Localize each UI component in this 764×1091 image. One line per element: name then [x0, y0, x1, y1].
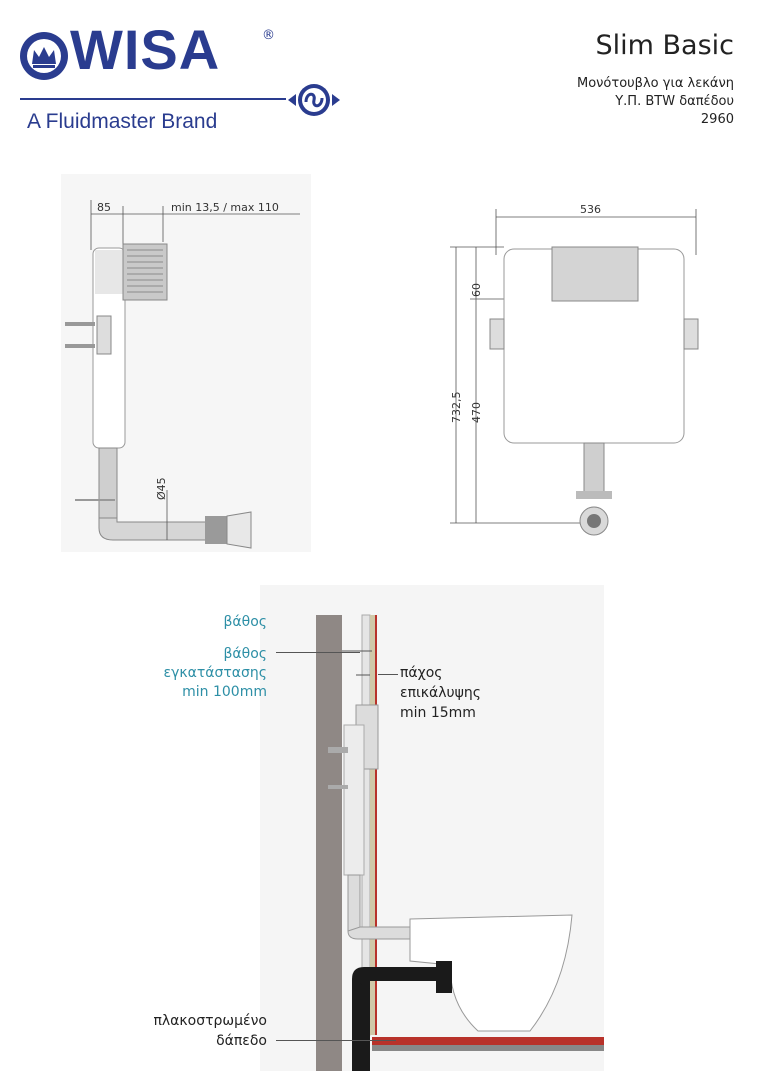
label-floor-1: πλακοστρωμένο	[153, 1013, 267, 1029]
side-view-drawing: 85 min 13,5 / max 110 Ø45	[61, 174, 311, 552]
label-install-depth-1: βάθος	[223, 646, 267, 662]
logo-divider	[20, 98, 286, 100]
wall	[316, 615, 342, 1071]
tiled-floor	[372, 1037, 604, 1045]
dim-732-5: 732,5	[450, 392, 463, 424]
product-subtitle-2: Υ.Π. BTW δαπέδου	[615, 94, 734, 109]
wisa-crown-icon	[20, 32, 68, 80]
product-subtitle-1: Μονότουβλο για λεκάνη	[576, 76, 734, 91]
fluidmaster-emblem-icon	[288, 84, 340, 116]
label-install-depth-3: min 100mm	[182, 684, 267, 700]
label-install-depth-2: εγκατάστασης	[163, 665, 267, 681]
label-cover-2: επικάλυψης	[400, 685, 481, 701]
dim-470: 470	[470, 402, 483, 423]
registered-mark: ®	[262, 28, 275, 43]
section-view-drawing	[260, 585, 604, 1071]
product-code: 2960	[700, 112, 734, 127]
dim-536: 536	[580, 203, 601, 216]
dim-85: 85	[97, 201, 111, 214]
label-depth: βάθος	[223, 614, 267, 630]
brand-line: A Fluidmaster Brand	[27, 110, 218, 133]
label-cover-3: min 15mm	[400, 705, 476, 721]
dim-60: 60	[470, 283, 483, 297]
label-floor-2: δάπεδο	[216, 1033, 267, 1049]
label-cover-1: πάχος	[400, 665, 443, 681]
leader-cover	[378, 674, 398, 675]
leader-floor	[276, 1040, 396, 1041]
logo-wordmark: WISA	[70, 18, 221, 81]
dim-min-max: min 13,5 / max 110	[171, 201, 279, 214]
leader-install-depth	[276, 652, 360, 653]
product-title: Slim Basic	[595, 30, 734, 61]
dim-pipe: Ø45	[155, 477, 168, 500]
front-view-drawing: 536 60 732,5 470	[450, 203, 699, 536]
section-background	[260, 585, 604, 1071]
